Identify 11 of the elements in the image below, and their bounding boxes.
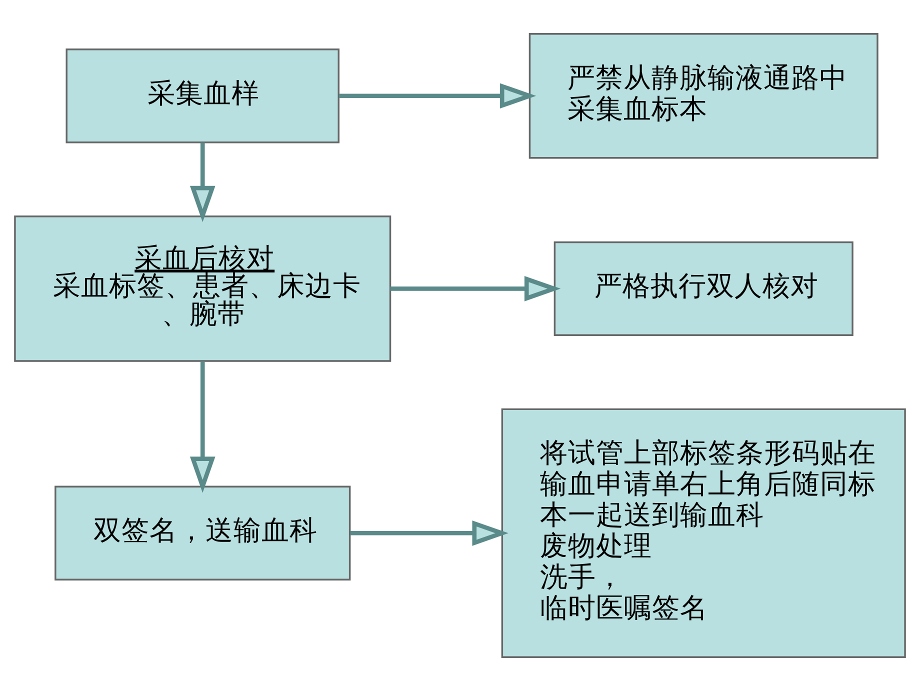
node-box: 双签名，送输血科 bbox=[54, 485, 351, 580]
arrow bbox=[190, 360, 216, 492]
node-box: 采血后核对 采血标签、患者、床边卡、腕带 bbox=[14, 215, 392, 362]
node-box: 严格执行双人核对 bbox=[554, 240, 854, 336]
arrow bbox=[190, 142, 216, 222]
arrow bbox=[390, 276, 561, 301]
arrow bbox=[350, 520, 508, 546]
node-box: 将试管上部标签条形码贴在输血申请单右上角后随同标本一起送到输血科 废物处理 洗手， 临时医嘱签名 bbox=[501, 408, 906, 658]
node-box: 采集血样 bbox=[66, 48, 340, 143]
node-box: 严禁从静脉输液通路中采集血标本 bbox=[528, 32, 878, 158]
arrow bbox=[338, 82, 536, 108]
